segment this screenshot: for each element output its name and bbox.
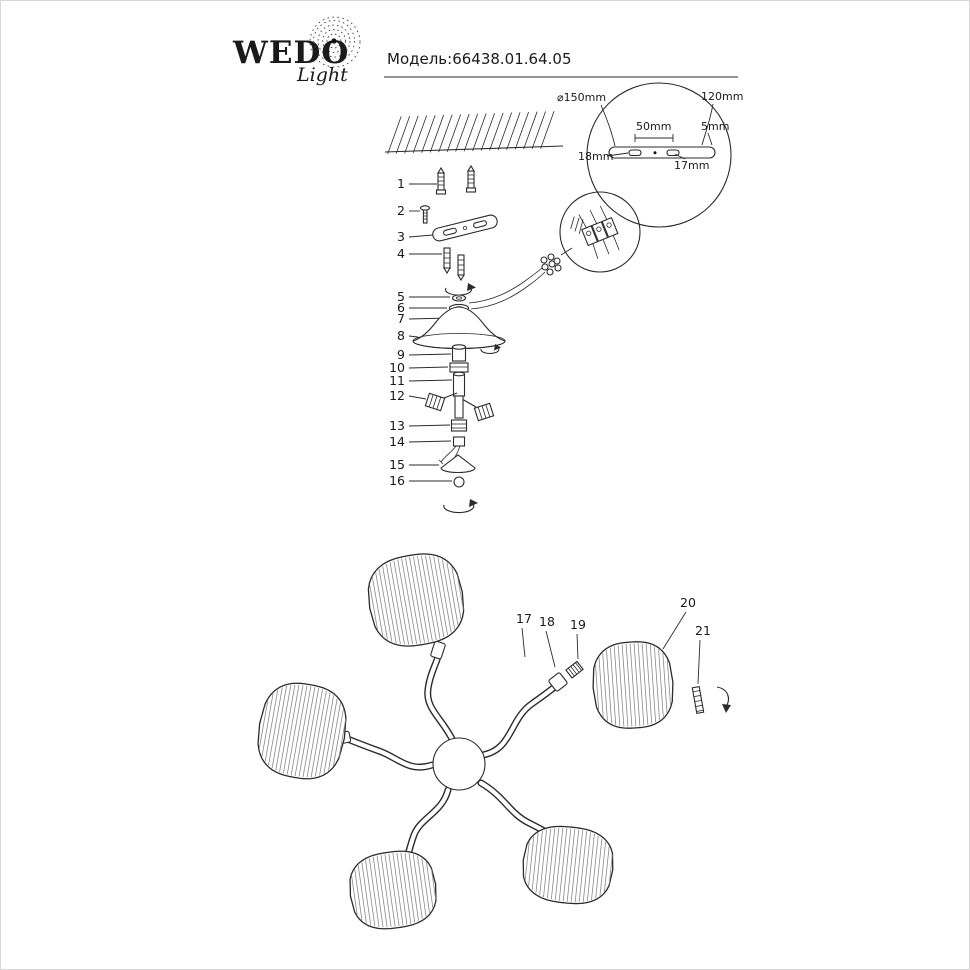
part-label-5: 5 [397,289,405,304]
part-label-18: 18 [539,614,555,629]
leader-line [662,611,687,650]
shade-bottom-right [522,825,614,905]
ceiling-line [384,145,564,153]
socket-cap [548,672,568,692]
leader-line [576,633,579,660]
mount-bar [608,146,716,159]
part-15-cone [440,454,476,474]
leader-line [408,395,427,400]
part-10-collar [449,362,469,373]
dim-slot-spacing: 50mm [636,120,671,133]
leader-line [408,440,452,443]
part-12-side-sockets [424,392,495,422]
shade-top [367,553,465,647]
logo-spiral-icon [309,16,361,68]
dim-edge-offset: 5mm [701,120,729,133]
wiring-detail-circle [559,191,641,273]
part-label-3: 3 [397,229,405,244]
part-label-20: 20 [680,595,696,610]
rotate-arrow-icon [443,499,478,514]
brand-logo: WEDO Light [232,16,361,86]
dim-right-hole: 17mm [674,159,709,172]
part-3-mount-strap [432,214,498,242]
assembled-view: 17 18 19 20 21 [257,553,731,930]
rotate-arrow-icon [444,283,476,296]
shade-spare-part-20 [592,641,674,729]
part-label-11: 11 [389,373,405,388]
part-label-9: 9 [397,347,405,362]
part-2-screw [419,205,431,224]
rotate-arrow-icon [716,686,731,713]
part-label-6: 6 [397,300,405,315]
leader-line [408,353,452,356]
leader-line [408,424,451,427]
wire-bundle [468,247,573,310]
shade-left [257,682,347,780]
part-label-4: 4 [397,246,405,261]
leader-line [697,639,701,685]
leader-line [408,379,453,382]
part-label-1: 1 [397,176,405,191]
leader-line [408,335,419,338]
dim-width: 120mm [701,90,743,103]
part-label-10: 10 [389,360,405,375]
part-1-expansion-bolts [435,164,477,195]
part-5-nut [451,294,467,302]
part-13-body [450,419,468,432]
leader-line [521,627,526,658]
shade-bottom-left [349,850,437,930]
part-16-finial-ball [453,476,465,488]
leader-line [545,630,556,668]
hub-ball [432,737,486,791]
leader-line [408,366,449,369]
mount-bracket-detail: ⌀150mm 120mm 50mm 5mm 18mm 17mm [557,82,743,228]
part-label-13: 13 [389,418,405,433]
dim-diameter: ⌀150mm [557,91,606,104]
part-label-19: 19 [570,617,586,632]
part-19-thread-stub [565,660,584,679]
part-11-tube-lower [452,371,466,397]
part-label-8: 8 [397,328,405,343]
part-label-2: 2 [397,203,405,218]
ceiling-hatch [387,110,555,155]
part-21-thread-rod [691,685,705,715]
brand-sub-wordmark: Light [296,64,348,86]
part-label-14: 14 [389,434,405,449]
socket-cap [430,640,446,660]
part-9-tube [451,344,467,362]
dim-left-hole: 18mm [578,150,613,163]
part-label-7: 7 [397,311,405,326]
part-label-17: 17 [516,611,532,626]
part-label-15: 15 [389,457,405,472]
part-4-anchors [443,247,465,282]
model-label: Модель:66438.01.64.05 [387,50,571,68]
part-label-16: 16 [389,473,405,488]
part-label-21: 21 [695,623,711,638]
rotate-arrow-icon [480,344,501,355]
part-8-canopy [412,306,506,350]
part-label-12: 12 [389,388,405,403]
brand-wordmark: WEDO [232,35,349,71]
leader-line [408,234,434,238]
